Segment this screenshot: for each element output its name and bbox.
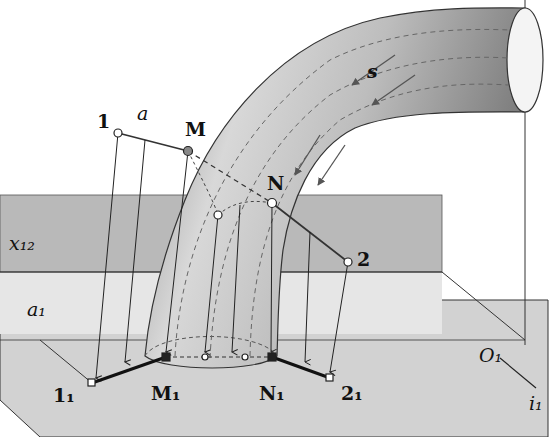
point-label: N	[266, 174, 285, 193]
a1-hidden	[166, 356, 272, 357]
flow-arrows	[295, 55, 415, 185]
surface-label: s	[366, 62, 379, 81]
line-label: a	[136, 104, 149, 123]
plane-edge	[442, 272, 525, 340]
projection-lines	[96, 133, 348, 378]
point-label: M₁	[150, 384, 181, 403]
point-label: N₁	[258, 384, 286, 403]
a1-visible	[92, 357, 166, 383]
a1-visible	[272, 357, 330, 378]
point-label: M	[184, 120, 207, 139]
tube-end	[507, 8, 543, 112]
point-label: 1₁	[52, 386, 76, 405]
point-label: O₁	[478, 346, 503, 365]
section-curve	[188, 151, 272, 215]
axis-label: x₁₂	[8, 234, 36, 253]
axis-label: i₁	[528, 394, 544, 413]
line-a	[118, 133, 188, 151]
point-label: 1	[96, 112, 111, 131]
points	[88, 129, 352, 386]
generator-lines	[175, 29, 510, 358]
line-label: a₁	[26, 300, 47, 319]
tube-surface	[145, 8, 525, 368]
i1-axis	[500, 358, 536, 388]
line-a-hidden	[188, 151, 272, 203]
a1-line	[40, 340, 92, 383]
point-label: 2	[356, 250, 371, 269]
point-label: 2₁	[340, 384, 364, 403]
